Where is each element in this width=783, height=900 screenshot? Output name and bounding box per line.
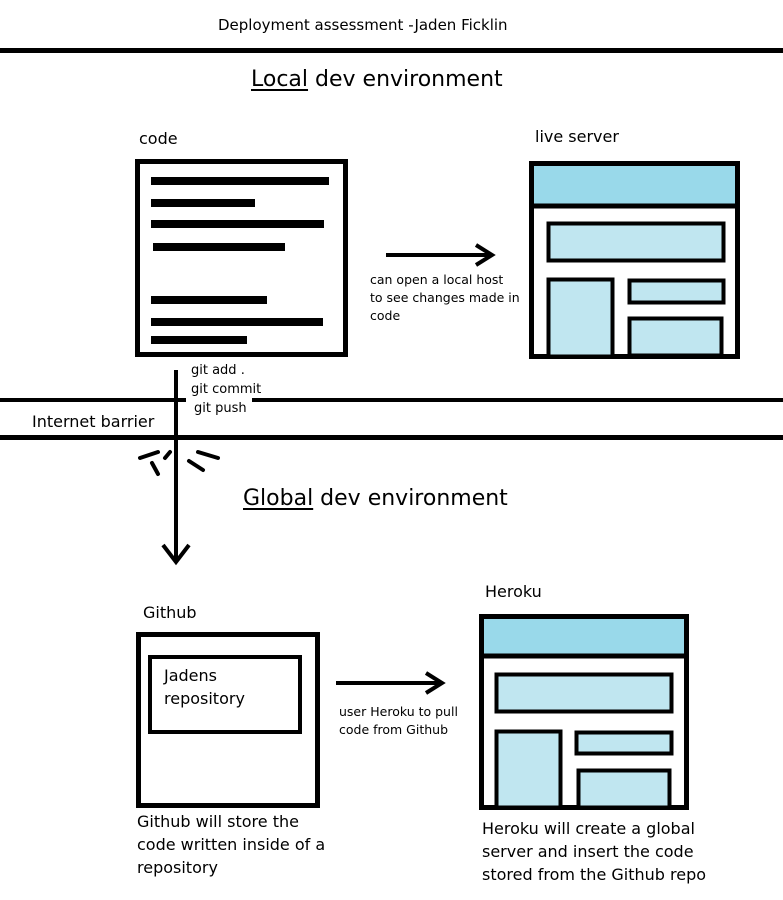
- internet-barrier-label: Internet barrier: [32, 412, 155, 431]
- code-label: code: [139, 129, 178, 148]
- global-heading-keyword: Global: [243, 486, 314, 511]
- global-heading: Global dev environment: [243, 486, 508, 511]
- git-commit-command: git commit: [191, 382, 262, 397]
- local-heading-keyword: Local: [251, 67, 309, 92]
- github-box-icon: [136, 632, 320, 808]
- global-arrow: [336, 671, 446, 695]
- live-server-label: live server: [535, 127, 619, 146]
- desc-line: code written inside of a: [137, 835, 326, 854]
- desc-line: stored from the Github repo: [482, 865, 707, 884]
- local-heading-rest: dev environment: [308, 67, 503, 92]
- desc-line: server and insert the code: [482, 842, 694, 861]
- push-arrow: [161, 370, 191, 566]
- desc-line: Heroku will create a global: [482, 819, 695, 838]
- top-divider: [0, 48, 783, 53]
- git-add-command: git add .: [191, 363, 245, 378]
- note-line: user Heroku to pull: [339, 704, 458, 719]
- desc-line: Github will store the: [137, 812, 299, 831]
- page-title: Deployment assessment -Jaden Ficklin: [218, 16, 508, 34]
- github-description: Github will store the code written inside…: [137, 810, 325, 879]
- impact-burst-marks: [138, 450, 220, 476]
- heroku-label: Heroku: [485, 582, 542, 601]
- barrier-line-bottom: [0, 435, 783, 440]
- note-line: can open a local host: [370, 272, 504, 287]
- repository-label: Jadens repository: [164, 664, 245, 710]
- heroku-window-icon: [479, 614, 689, 810]
- repo-line: repository: [164, 689, 245, 708]
- repo-line: Jadens: [164, 666, 217, 685]
- barrier-line-top: [0, 398, 783, 402]
- desc-line: repository: [137, 858, 218, 877]
- local-arrow-note: can open a local host to see changes made…: [370, 271, 520, 325]
- git-commands: git add . git commit git push: [191, 361, 261, 418]
- github-label: Github: [143, 603, 197, 622]
- live-server-window-icon: [529, 161, 740, 359]
- global-arrow-note: user Heroku to pull code from Github: [339, 703, 458, 739]
- global-heading-rest: dev environment: [313, 486, 508, 511]
- git-commands-backdrop: [186, 397, 252, 411]
- note-line: code: [370, 308, 401, 323]
- code-document-icon: [135, 159, 348, 357]
- note-line: code from Github: [339, 722, 449, 737]
- git-push-command: git push: [194, 401, 247, 416]
- local-arrow: [386, 243, 496, 267]
- note-line: to see changes made in: [370, 290, 520, 305]
- local-heading: Local dev environment: [251, 67, 503, 92]
- heroku-description: Heroku will create a global server and in…: [482, 817, 706, 886]
